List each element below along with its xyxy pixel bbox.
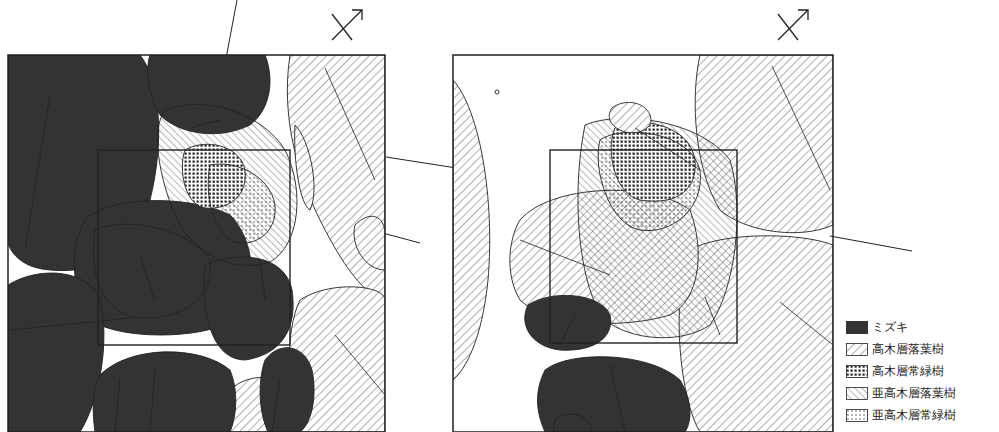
legend: ミズキ高木層落葉樹高木層常緑樹亜高木層落葉樹亜高木層常緑樹 [846,316,956,426]
legend-item: 亜高木層落葉樹 [846,382,956,404]
legend-text: 高木層落葉樹 [872,341,944,358]
legend-swatch [846,409,868,422]
legend-text: 高木層常緑樹 [872,363,944,380]
legend-swatch [846,387,868,400]
north-arrow [332,10,808,40]
legend-swatch [846,343,868,356]
legend-item: 高木層落葉樹 [846,338,956,360]
legend-text: 亜高木層常緑樹 [872,407,956,424]
legend-swatch [846,365,868,378]
legend-item: 亜高木層常緑樹 [846,404,956,426]
legend-text: 亜高木層落葉樹 [872,385,956,402]
legend-item: 高木層常緑樹 [846,360,956,382]
legend-text: ミズキ [872,319,908,336]
legend-item: ミズキ [846,316,956,338]
legend-swatch [846,321,868,334]
